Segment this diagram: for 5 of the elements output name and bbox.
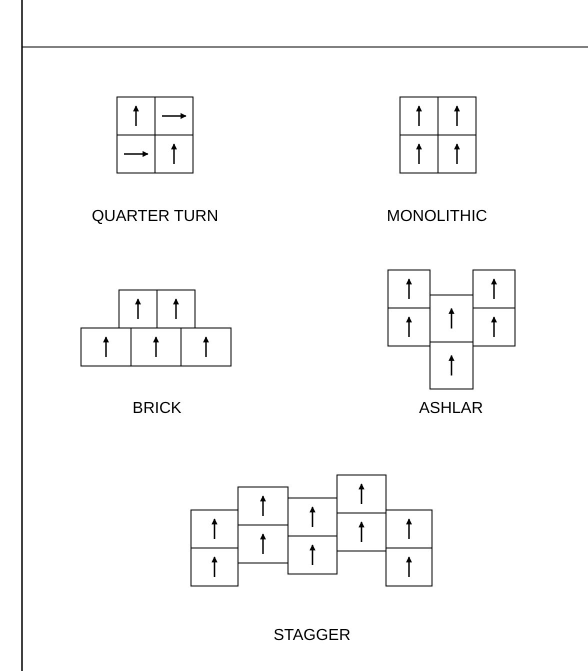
pattern-label: BRICK [132, 400, 182, 418]
pattern-label: QUARTER TURN [92, 208, 218, 226]
pattern-label: STAGGER [273, 627, 351, 645]
pattern-label: ASHLAR [418, 400, 484, 418]
pattern-label: MONOLITHIC [386, 208, 488, 226]
